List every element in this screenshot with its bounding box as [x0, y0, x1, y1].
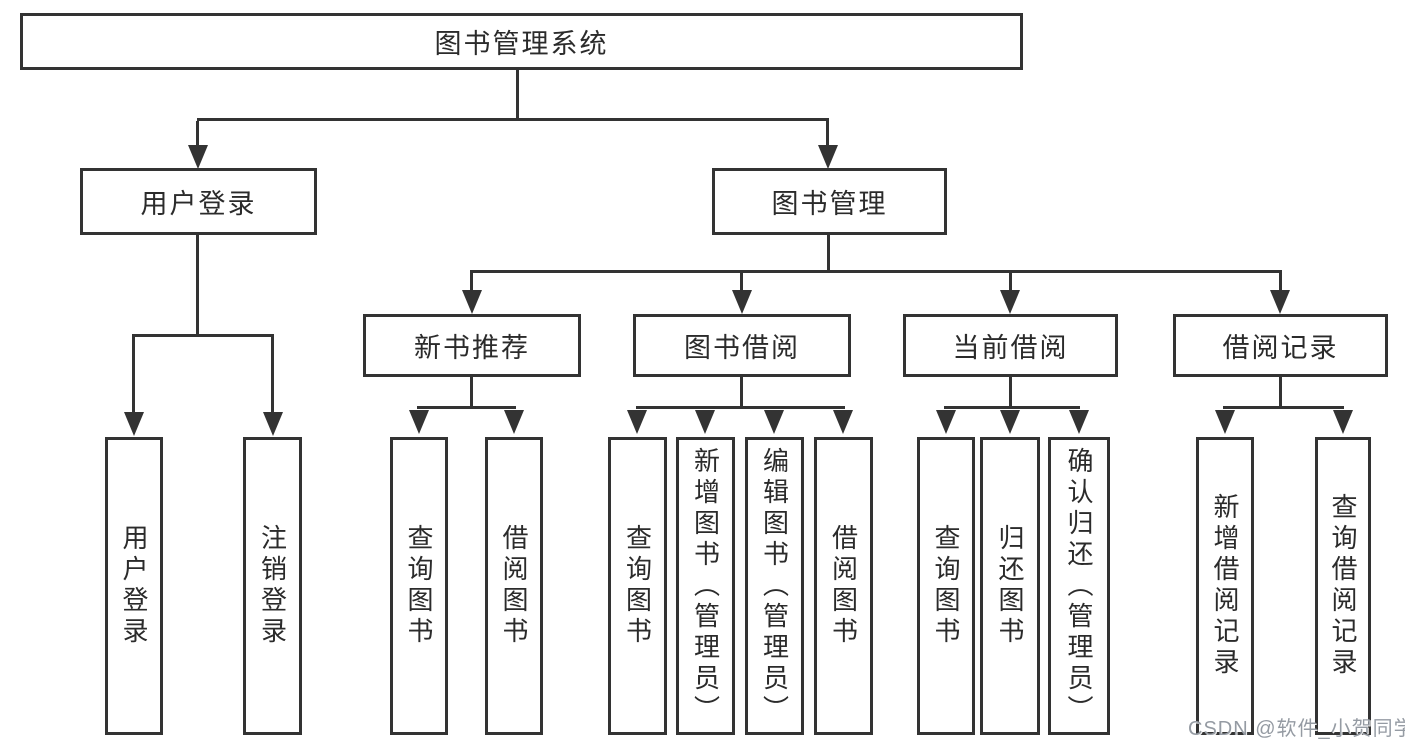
node-book-management: 图书管理	[712, 168, 947, 235]
arrow-down-icon	[1000, 410, 1020, 434]
arrow-down-icon	[818, 145, 838, 169]
connector-root-stem	[516, 70, 519, 120]
node-label: 新增借阅记录	[1210, 493, 1240, 679]
arrow-down-icon	[263, 412, 283, 436]
connector-mgmt-stem	[827, 235, 830, 273]
connector-login-stem	[196, 235, 199, 336]
node-label: 注销登录	[257, 524, 288, 648]
node-leaf-borrow-book-2: 借阅图书	[814, 437, 873, 735]
node-leaf-add-book-admin: 新增图书（管理员）	[676, 437, 735, 735]
node-borrow-records: 借阅记录	[1173, 314, 1388, 377]
node-label: 图书管理系统	[434, 29, 609, 59]
node-label: 归还图书	[995, 524, 1025, 648]
node-label: 借阅图书	[499, 524, 529, 648]
connector-recommend-stem	[470, 377, 473, 409]
node-leaf-confirm-return-admin: 确认归还（管理员）	[1048, 437, 1110, 735]
node-label: 确认归还（管理员）	[1064, 446, 1094, 726]
connector-current-stem	[1009, 377, 1012, 409]
arrow-down-icon	[1270, 290, 1290, 314]
node-label: 当前借阅	[952, 333, 1069, 363]
arrow-down-icon	[695, 410, 715, 434]
node-leaf-return-book: 归还图书	[980, 437, 1040, 735]
node-label: 用户登录	[119, 524, 149, 648]
node-label: 借阅记录	[1222, 333, 1339, 363]
arrow-down-icon	[1069, 410, 1089, 434]
node-current-borrow: 当前借阅	[903, 314, 1118, 377]
node-label: 查询借阅记录	[1328, 493, 1358, 679]
node-label: 图书借阅	[684, 333, 800, 363]
node-leaf-query-book-2: 查询图书	[608, 437, 667, 735]
arrow-down-icon	[833, 410, 853, 434]
node-leaf-edit-book-admin: 编辑图书（管理员）	[745, 437, 804, 735]
node-leaf-add-borrow-record: 新增借阅记录	[1196, 437, 1254, 735]
connector-records-drop	[1279, 273, 1282, 292]
node-label: 查询图书	[404, 524, 434, 648]
arrow-down-icon	[124, 412, 144, 436]
arrow-down-icon	[188, 145, 208, 169]
arrow-down-icon	[1000, 290, 1020, 314]
connector-borrow-drop	[740, 273, 743, 292]
csdn-watermark: CSDN @软件_小贺同学	[1188, 718, 1405, 740]
connector-recommend-bar	[417, 406, 516, 409]
node-user-login: 用户登录	[80, 168, 317, 235]
node-leaf-logout: 注销登录	[243, 437, 302, 735]
arrow-down-icon	[409, 410, 429, 434]
node-label: 查询图书	[622, 524, 653, 648]
arrow-down-icon	[764, 410, 784, 434]
connector-login-bar	[132, 334, 274, 337]
connector-current-bar	[944, 406, 1080, 409]
arrow-down-icon	[936, 410, 956, 434]
connector-recommend-drop	[470, 273, 473, 292]
connector-mgmt-drop	[826, 121, 829, 147]
arrow-down-icon	[462, 290, 482, 314]
node-leaf-borrow-book-1: 借阅图书	[485, 437, 543, 735]
connector-current-drop	[1009, 273, 1012, 292]
node-new-book-recommend: 新书推荐	[363, 314, 581, 377]
arrow-down-icon	[1215, 410, 1235, 434]
arrow-down-icon	[732, 290, 752, 314]
connector-login-child1-drop	[132, 337, 135, 413]
node-leaf-query-book-3: 查询图书	[917, 437, 975, 735]
connector-login-drop	[196, 121, 199, 147]
node-label: 查询图书	[931, 524, 961, 648]
node-leaf-query-book-1: 查询图书	[390, 437, 448, 735]
connector-borrow-bar	[636, 406, 845, 409]
node-label: 图书管理	[771, 189, 888, 219]
connector-borrow-stem	[740, 377, 743, 409]
node-label: 新增图书（管理员）	[690, 446, 721, 726]
node-label: 借阅图书	[828, 524, 859, 648]
connector-level2-bar	[470, 270, 1282, 273]
connector-level1-bar	[197, 118, 829, 121]
connector-records-bar	[1223, 406, 1344, 409]
node-label: 编辑图书（管理员）	[759, 446, 790, 726]
arrow-down-icon	[504, 410, 524, 434]
node-book-borrow: 图书借阅	[633, 314, 851, 377]
connector-records-stem	[1279, 377, 1282, 409]
node-root: 图书管理系统	[20, 13, 1023, 70]
node-label: 用户登录	[140, 189, 257, 219]
arrow-down-icon	[627, 410, 647, 434]
node-label: 新书推荐	[414, 333, 530, 363]
node-leaf-user-login: 用户登录	[105, 437, 163, 735]
node-leaf-query-borrow-record: 查询借阅记录	[1315, 437, 1371, 735]
arrow-down-icon	[1333, 410, 1353, 434]
connector-login-child2-drop	[271, 337, 274, 413]
